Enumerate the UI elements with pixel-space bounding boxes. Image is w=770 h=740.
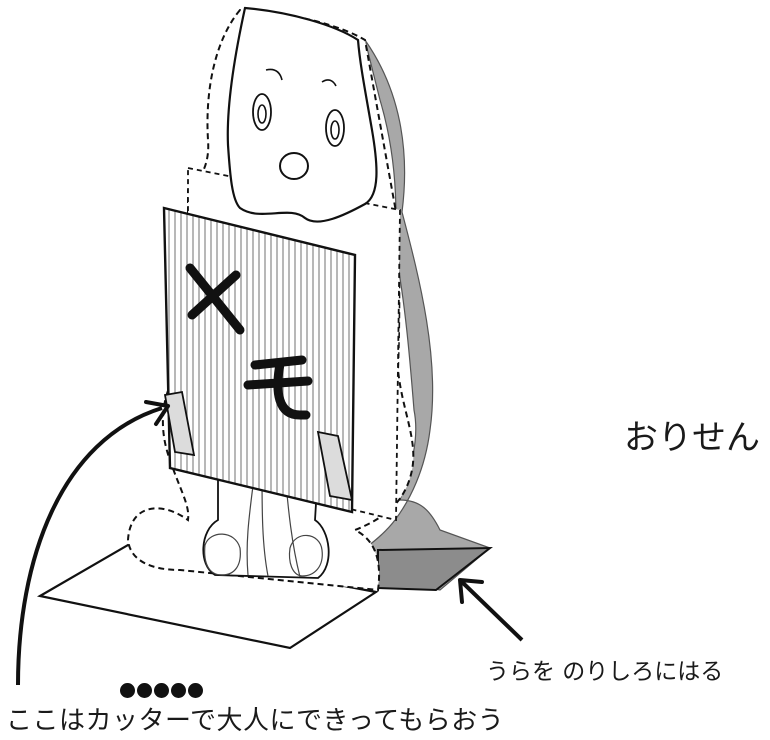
right-pupil (330, 120, 340, 140)
cutter-arrow (16, 406, 163, 686)
board-letter-mo (243, 355, 313, 420)
corner-tab-left (163, 390, 196, 457)
left-eye (252, 93, 272, 131)
dog-head (226, 6, 378, 223)
emphasis-dot (154, 683, 169, 698)
base-sheet (36, 543, 379, 650)
left-pupil (257, 104, 267, 124)
dog-nose (279, 152, 309, 180)
glue-tab (377, 546, 493, 592)
emphasis-dot (188, 683, 203, 698)
corner-tab-right (316, 430, 354, 502)
glue-arrowhead (458, 578, 484, 604)
board-letter-me (185, 263, 245, 335)
paw-right (288, 534, 323, 577)
right-brow (321, 79, 337, 87)
right-eye (325, 109, 345, 147)
emphasis-dot (137, 683, 152, 698)
emphasis-dot (171, 683, 186, 698)
glue-instruction-label: うらを のりしろにはる (486, 659, 724, 685)
emphasis-dots (120, 683, 203, 698)
left-brow (265, 68, 283, 81)
cutter-arrowhead (144, 400, 170, 426)
cutter-instruction-label: ここはカッターで大人にできってもらおう (6, 706, 505, 736)
glue-arrow (460, 580, 524, 642)
fold-line-label: おりせん (624, 418, 760, 458)
paw-left (204, 533, 241, 576)
emphasis-dot (120, 683, 135, 698)
